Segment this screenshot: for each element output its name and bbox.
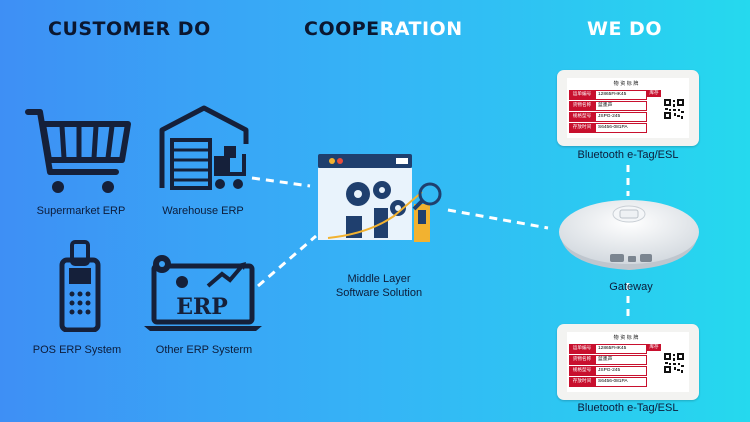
qr-code-icon	[663, 352, 685, 374]
middle-layer-software-icon	[318, 154, 442, 242]
label-pos-erp: POS ERP System	[32, 344, 122, 356]
etag-row-key: 运单编号	[569, 90, 595, 100]
etag-row-value: 12865FHK45	[595, 344, 647, 354]
label-gateway: Gateway	[609, 281, 653, 293]
label-other-erp: Other ERP Systerm	[155, 344, 253, 356]
etag-row-key: 存放时间	[569, 377, 595, 387]
etag-row-value: 蓝墨声	[595, 355, 647, 365]
etag-title: 物 资 标 牌	[613, 81, 639, 87]
header-customer-do: CUSTOMER DO	[48, 18, 211, 40]
etag-row-key: 规格型号	[569, 366, 595, 376]
label-etag-bottom: Bluetooth e-Tag/ESL	[577, 402, 679, 414]
etag-badge: 库存	[647, 90, 661, 97]
gateway-device-icon	[559, 200, 699, 270]
etag-row: 货物名称蓝墨声	[569, 101, 647, 111]
qr-code-icon	[663, 98, 685, 120]
etag-row-value: JSPG-245	[595, 112, 647, 122]
etag-row-key: 存放时间	[569, 123, 595, 133]
header-cooperation-part1: COOPE	[304, 18, 380, 40]
etag-row-key: 运单编号	[569, 344, 595, 354]
erp-logo-text: ERP	[176, 294, 228, 320]
etag-row-value: S6456-081PA	[595, 123, 647, 133]
etag-row-key: 规格型号	[569, 112, 595, 122]
pos-terminal-icon	[59, 240, 101, 332]
etag-row-value: S6456-081PA	[595, 377, 647, 387]
etag-row-value: JSPG-245	[595, 366, 647, 376]
connector-middle-gateway	[447, 208, 549, 230]
header-cooperation: COOPERATION	[304, 18, 463, 40]
connector-other-middle	[257, 234, 317, 288]
etag-row-value: 蓝墨声	[595, 101, 647, 111]
warehouse-icon	[159, 105, 249, 190]
label-supermarket-erp: Supermarket ERP	[36, 205, 126, 217]
label-middle-layer-line1: Middle Layer	[347, 273, 411, 285]
etag-badge: 库存	[647, 344, 661, 351]
etag-row-key: 货物名称	[569, 355, 595, 365]
etag-row-value: 12865FHK45	[595, 90, 647, 100]
label-middle-layer: Middle Layer Software Solution	[310, 272, 448, 300]
label-middle-layer-line2: Software Solution	[335, 287, 423, 299]
etag-row: 货物名称蓝墨声	[569, 355, 647, 365]
erp-laptop-icon: ERP	[144, 255, 262, 331]
etag-title: 物 资 标 牌	[613, 335, 639, 341]
label-etag-top: Bluetooth e-Tag/ESL	[577, 149, 679, 161]
header-cooperation-part2: RATION	[379, 18, 463, 40]
shopping-cart-icon	[25, 109, 131, 193]
etag-row-key: 货物名称	[569, 101, 595, 111]
connector-warehouse-middle	[251, 176, 311, 188]
header-we-do: WE DO	[587, 18, 662, 40]
label-warehouse-erp: Warehouse ERP	[162, 205, 244, 217]
